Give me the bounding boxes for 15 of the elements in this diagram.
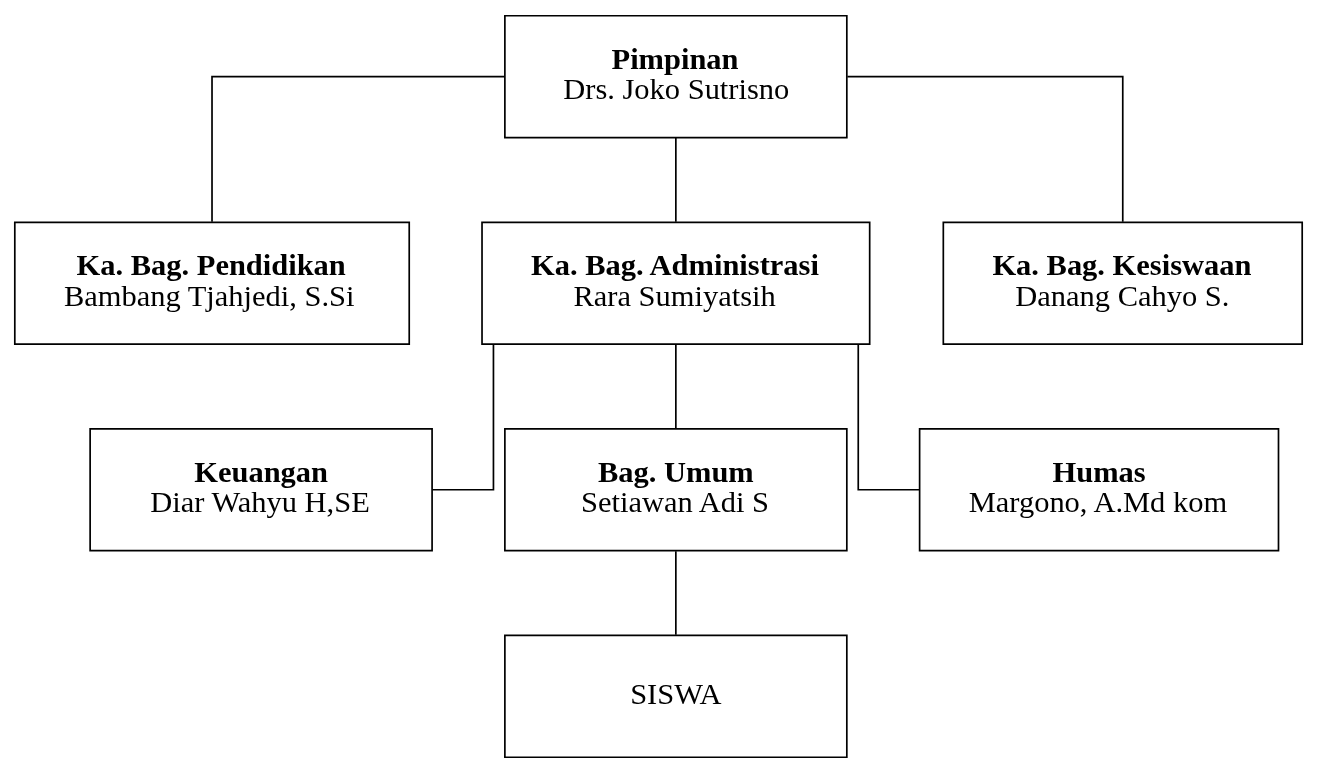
connector [675, 343, 677, 430]
node-box: Humas Margono, A.Md kom [918, 427, 1280, 552]
node-box: Ka. Bag. Kesiswaan Danang Cahyo S. [942, 221, 1304, 346]
connector [211, 75, 506, 223]
connector [675, 550, 677, 636]
connector [857, 343, 920, 491]
node-box: Keuangan Diar Wahyu H,SE [89, 427, 433, 552]
connector [846, 75, 1124, 223]
connector [431, 343, 495, 491]
node-box: Ka. Bag. Pendidikan Bambang Tjahjedi, S.Si [13, 221, 411, 346]
connector [675, 137, 677, 223]
node-box: Bag. Umum Setiawan Adi S [504, 427, 848, 552]
node-box: SISWA [504, 634, 848, 759]
node-box: Ka. Bag. Administrasi Rara Sumiyatsih [481, 221, 871, 346]
node-box: Pimpinan Drs. Joko Sutrisno [504, 14, 848, 139]
